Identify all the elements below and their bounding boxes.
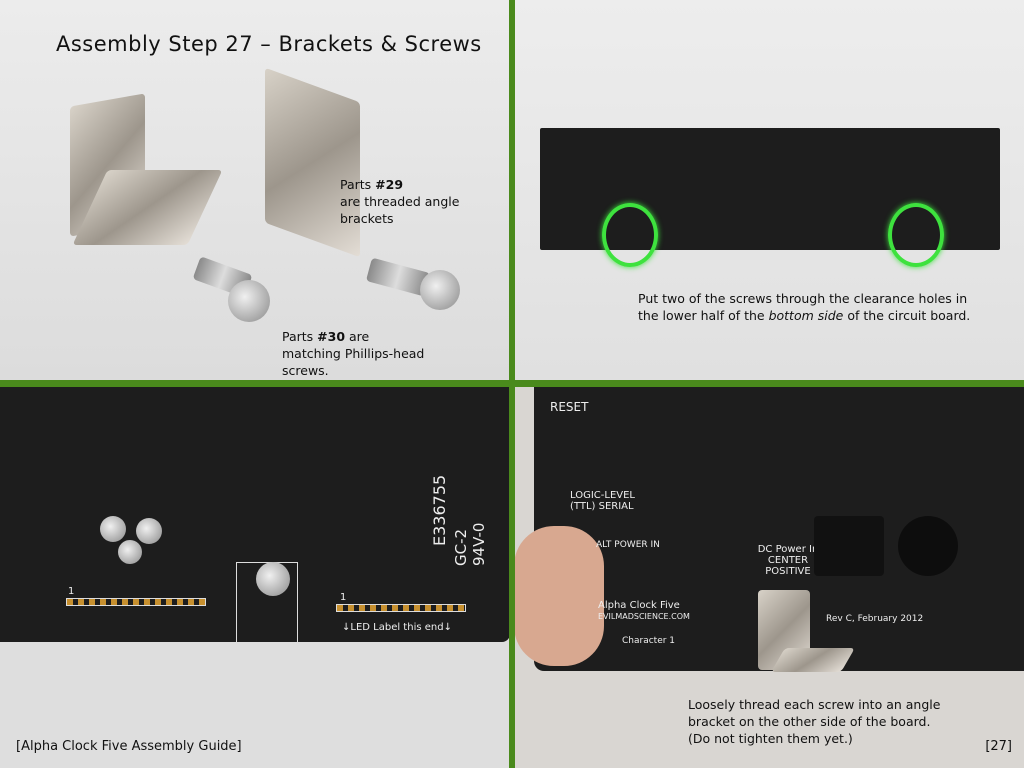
silk-serial: LOGIC-LEVEL (TTL) SERIAL xyxy=(570,490,635,512)
bracket-installed-foot xyxy=(771,648,855,672)
buzzer xyxy=(898,516,958,576)
silk-character: Character 1 xyxy=(622,636,676,646)
dc-jack xyxy=(814,516,884,576)
screw-cluster xyxy=(100,516,126,542)
photo-screw-closeup: E336755 GC-2 94V-0 1 1 ↓LED Label this e… xyxy=(0,386,510,768)
caption-thread: Loosely thread each screw into an angle … xyxy=(688,697,941,746)
led-label: ↓LED Label this end↓ xyxy=(342,622,452,633)
silk-reset: RESET xyxy=(550,400,589,414)
caption-brackets: Parts #29 are threaded angle brackets xyxy=(340,177,460,226)
silk-dc-power: DC Power In CENTER POSITIVE xyxy=(757,544,819,577)
screw-head xyxy=(256,562,290,596)
pin1-right: 1 xyxy=(340,592,347,603)
silk-alt-power: ALT POWER IN xyxy=(596,540,660,550)
screw-cluster-2 xyxy=(136,518,162,544)
pin1-left: 1 xyxy=(68,586,75,597)
screw-cluster-3 xyxy=(118,540,142,564)
pad-row-left xyxy=(66,598,206,606)
silk-rev: Rev C, February 2012 xyxy=(826,614,924,624)
hand xyxy=(514,526,604,666)
screw-head-1 xyxy=(228,280,270,322)
photo-parts: Assembly Step 27 – Brackets & Screws Par… xyxy=(0,0,510,381)
screw-head-2 xyxy=(420,270,460,310)
caption-screws: Parts #30 are matching Phillips-head scr… xyxy=(282,329,425,378)
divider-vertical xyxy=(509,0,515,768)
photo-board-bottom-side: Put two of the screws through the cleara… xyxy=(514,0,1024,381)
highlight-hole-left xyxy=(602,203,658,267)
pad-row-right xyxy=(336,604,466,612)
page-title: Assembly Step 27 – Brackets & Screws xyxy=(56,32,482,56)
photo-board-top-side: RESET LOGIC-LEVEL (TTL) SERIAL ALT POWER… xyxy=(514,386,1024,768)
silk-brand: Alpha Clock Five xyxy=(598,600,680,611)
board-code: E336755 xyxy=(430,474,449,546)
page-number: [27] xyxy=(985,739,1012,754)
board-code-2: GC-2 94V-0 xyxy=(452,522,488,566)
caption-holes: Put two of the screws through the cleara… xyxy=(638,291,971,323)
highlight-hole-right xyxy=(888,203,944,267)
bracket-right xyxy=(265,67,360,258)
footer-guide-title: [Alpha Clock Five Assembly Guide] xyxy=(16,739,242,754)
silk-site: EVILMADSCIENCE.COM xyxy=(598,612,690,621)
